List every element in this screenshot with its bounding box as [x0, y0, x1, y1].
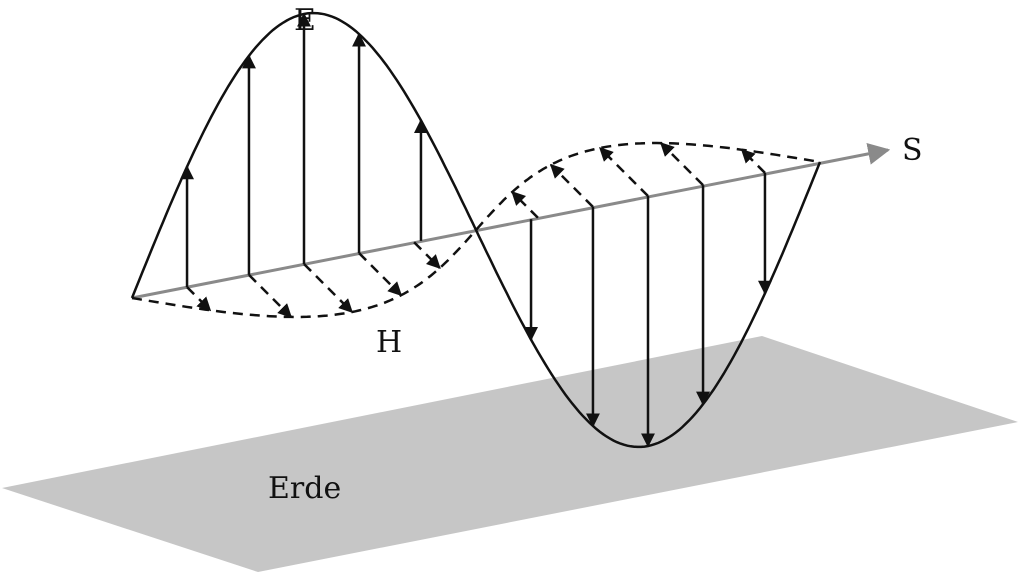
direction-label: S	[902, 133, 923, 168]
h-field	[131, 141, 821, 319]
h-field-arrow	[740, 148, 766, 174]
propagation-axis	[131, 143, 891, 300]
h-field-arrow	[511, 191, 539, 219]
h-field-label: H	[376, 325, 402, 360]
h-field-arrow	[659, 142, 704, 187]
h-field-arrow	[358, 252, 403, 297]
ground-plane	[2, 336, 1018, 572]
h-field-arrow	[303, 263, 353, 313]
h-field-arrow	[248, 273, 293, 318]
h-field-arrow	[549, 163, 594, 208]
e-field	[130, 11, 822, 449]
h-field-arrow	[599, 147, 649, 197]
ground-label: Erde	[268, 471, 341, 506]
h-field-arrow	[413, 241, 441, 269]
e-field-label: E	[294, 3, 316, 38]
h-field-arrow	[186, 286, 212, 312]
